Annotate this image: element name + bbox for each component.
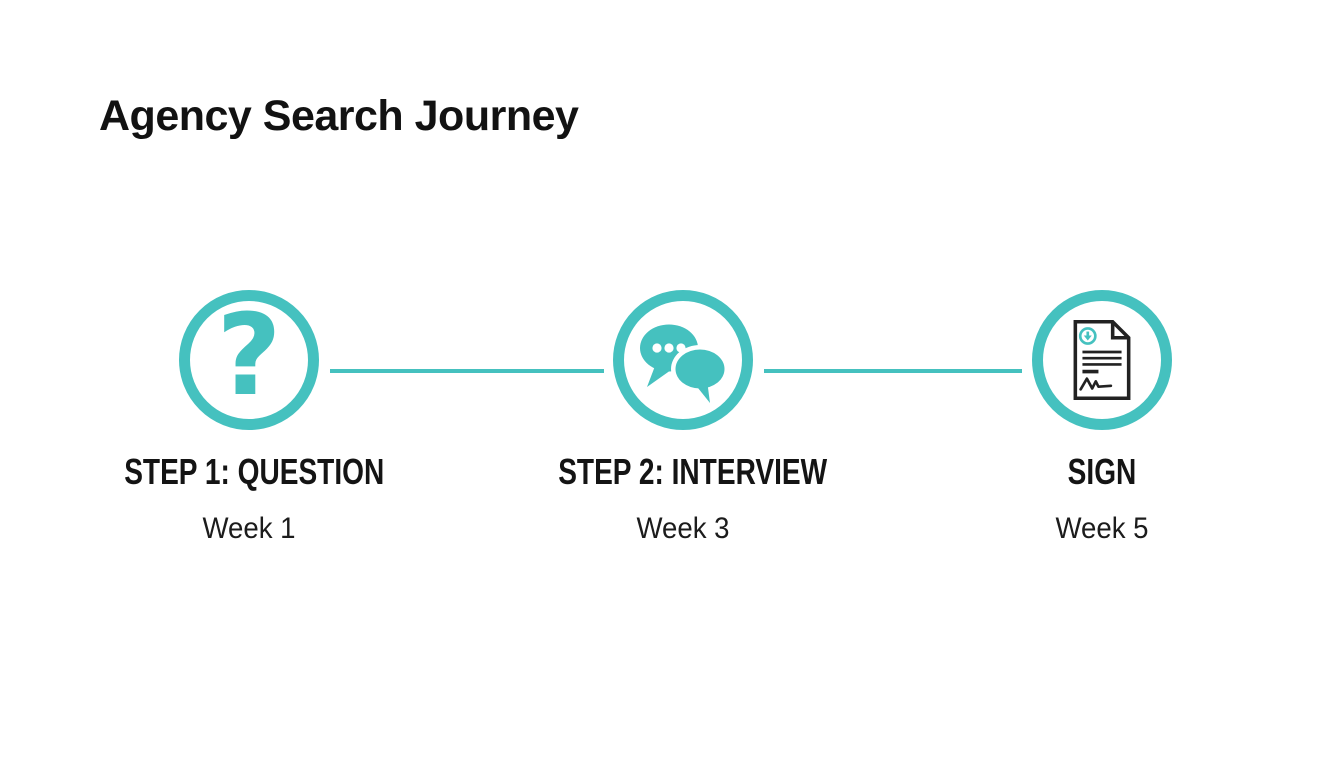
page-title: Agency Search Journey [99,92,579,140]
step-circle-sign [1032,290,1172,430]
step-circle-interview [613,290,753,430]
step-label: STEP 1: QUESTION [124,451,385,492]
signed-document-icon [1070,318,1134,402]
timeline-connector-2 [764,369,1022,373]
chat-bubbles-icon [633,312,733,408]
step-interview: STEP 2: INTERVIEW Week 3 [523,290,843,544]
step-week: Week 5 [1055,512,1149,545]
step-label: STEP 2: INTERVIEW [558,451,828,492]
step-week: Week 1 [202,512,296,545]
step-circle-question: ? [179,290,319,430]
timeline-connector-1 [330,369,604,373]
step-week: Week 3 [636,512,730,545]
step-question: ? STEP 1: QUESTION Week 1 [89,290,409,544]
step-sign: SIGN Week 5 [942,290,1262,544]
step-label: SIGN [1067,451,1137,492]
question-mark-icon: ? [216,291,282,421]
